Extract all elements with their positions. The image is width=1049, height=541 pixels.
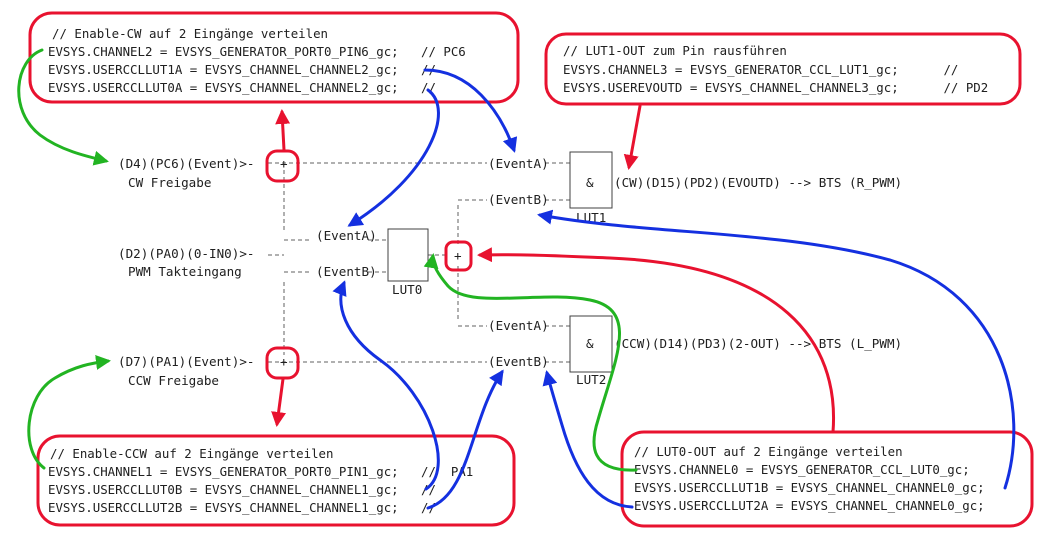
lut2b-to-eventB-arrow [426, 369, 504, 510]
lut2-output-label: (CCW)(D14)(PD3)(2-OUT) --> BTS (L_PWM) [614, 336, 902, 351]
cw-code-comment: // Enable-CW auf 2 Eingänge verteilen [52, 26, 328, 41]
ccw-junction-plus: + [280, 354, 288, 369]
lut2-and-symbol: & [586, 336, 594, 351]
lut2-eventB-label: (EventB) [488, 354, 549, 369]
lut0-code-line-2: EVSYS.USERCCLLUT1B = EVSYS_CHANNEL_CHANN… [634, 480, 985, 495]
pwm-input-caption: PWM Takteingang [128, 264, 242, 279]
lut1b-to-eventB-arrow [537, 209, 1016, 490]
ccw-code-box [36, 434, 516, 527]
lut1-code-comment: // LUT1-OUT zum Pin rausführen [563, 43, 787, 58]
lut0-code-line-1: EVSYS.CHANNEL0 = EVSYS_GENERATOR_CCL_LUT… [634, 462, 970, 477]
ccw-junction-to-box-arrow [271, 377, 287, 427]
lut1-eventA-label: (EventA) [488, 156, 549, 171]
ccw-code-line-3: EVSYS.USERCCLLUT2B = EVSYS_CHANNEL_CHANN… [48, 500, 436, 515]
cw-junction-to-box-arrow [275, 109, 291, 152]
lut1-code-line-1: EVSYS.CHANNEL3 = EVSYS_GENERATOR_CCL_LUT… [563, 62, 958, 77]
lut0-label: LUT0 [392, 282, 422, 297]
lut1-output-label: (CW)(D15)(PD2)(EVOUTD) --> BTS (R_PWM) [614, 175, 902, 190]
ccw-code-line-1: EVSYS.CHANNEL1 = EVSYS_GENERATOR_PORT0_P… [48, 464, 473, 479]
red-arrows [271, 104, 836, 434]
lut1-eventB-label: (EventB) [488, 192, 549, 207]
ccw-input-label: (D7)(PA1)(Event)>- [118, 354, 254, 369]
lut0-junction-plus: + [454, 248, 462, 263]
lut1-code-box [544, 32, 1022, 106]
lut-blocks [387, 151, 613, 373]
lut0a-to-eventA-arrow [347, 88, 440, 227]
lut0-eventB-label: (EventB) [316, 264, 377, 279]
lut0-box-to-junction-arrow [477, 247, 836, 434]
lut1-code-line-2: EVSYS.USEREVOUTD = EVSYS_CHANNEL_CHANNEL… [563, 80, 988, 95]
lut0-code-line-3: EVSYS.USERCCLLUT2A = EVSYS_CHANNEL_CHANN… [634, 498, 985, 513]
ccw-input-caption: CCW Freigabe [128, 373, 219, 388]
lut1a-to-eventA-arrow [423, 68, 518, 153]
ccw-code-line-2: EVSYS.USERCCLLUT0B = EVSYS_CHANNEL_CHANN… [48, 482, 436, 497]
pwm-input-label: (D2)(PA0)(0-IN0)>- [118, 246, 254, 261]
lut0b-to-eventB-arrow [332, 280, 440, 491]
cw-input-label: (D4)(PC6)(Event)>- [118, 156, 254, 171]
channel2-to-cw-input-arrow [17, 48, 109, 166]
lut0-eventA-label: (EventA) [316, 228, 377, 243]
channel1-to-ccw-input-arrow [27, 355, 111, 470]
lut0-code-box [620, 430, 1034, 528]
lut2-eventA-label: (EventA) [488, 318, 549, 333]
channel0-to-lut0-output-arrow [423, 253, 638, 472]
blue-arrows [332, 68, 1016, 510]
lut1-and-symbol: & [586, 175, 594, 190]
lut0-code-comment: // LUT0-OUT auf 2 Eingänge verteilen [634, 444, 903, 459]
lut0-junction-circle [444, 240, 473, 272]
lut0-block [387, 228, 429, 282]
cw-code-line-1: EVSYS.CHANNEL2 = EVSYS_GENERATOR_PORT0_P… [48, 44, 466, 59]
lut1-box-to-output-arrow [623, 104, 642, 170]
lut2a-to-eventA-arrow [542, 370, 634, 509]
cw-junction-plus: + [280, 156, 288, 171]
ccw-code-comment: // Enable-CCW auf 2 Eingänge verteilen [50, 446, 333, 461]
green-arrows [17, 48, 638, 472]
lut2-label: LUT2 [576, 372, 606, 387]
cw-input-caption: CW Freigabe [128, 175, 211, 190]
lut1-block [569, 151, 613, 209]
cw-junction-circle [265, 149, 300, 183]
lut2-block [569, 315, 613, 373]
cw-code-line-2: EVSYS.USERCCLLUT1A = EVSYS_CHANNEL_CHANN… [48, 62, 436, 77]
cw-code-line-3: EVSYS.USERCCLLUT0A = EVSYS_CHANNEL_CHANN… [48, 80, 436, 95]
